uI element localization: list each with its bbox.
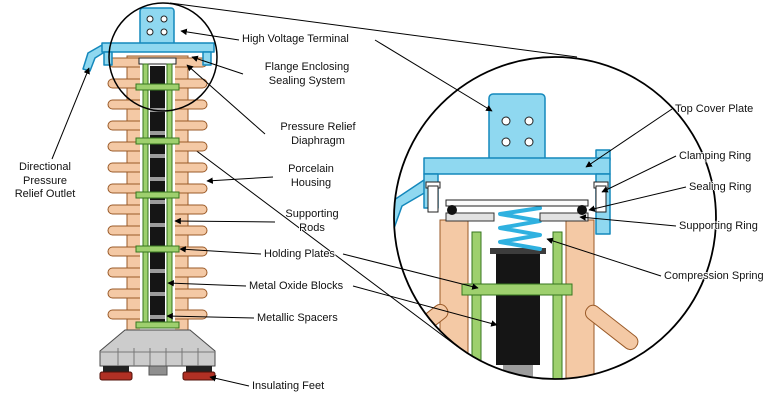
label-high-voltage-terminal: High Voltage Terminal <box>242 33 349 45</box>
leader-lines <box>51 28 687 387</box>
leader-holding-plates-left <box>179 246 262 255</box>
supporting-ring-right <box>539 212 589 222</box>
clamping-ring-part <box>425 181 609 213</box>
leader-high-voltage-terminal-left <box>180 28 240 41</box>
flange-part <box>101 42 215 66</box>
label-metal-oxide-blocks: Metal Oxide Blocks <box>249 280 344 292</box>
zoom-circle-small <box>108 2 218 112</box>
spring-seat-plate <box>490 248 546 254</box>
metal-oxide-block-detail <box>496 253 540 365</box>
leader-metallic-spacers <box>166 312 255 320</box>
leader-holding-plates-right <box>342 253 479 290</box>
supporting-rods-detail <box>471 231 563 379</box>
leader-porcelain-housing <box>206 176 274 184</box>
leader-metal-oxide-blocks-right <box>352 285 498 327</box>
holding-plate-detail <box>461 283 573 296</box>
holding-plates-part <box>135 83 180 329</box>
zoom-cone-line-top <box>169 2 578 58</box>
leader-flange-enclosing <box>191 55 244 75</box>
insulating-feet-part <box>99 365 216 381</box>
label-holding-plates: Holding Plates <box>264 248 335 260</box>
leader-directional-outlet <box>51 67 90 160</box>
terminal-holes-detail <box>501 116 534 147</box>
leader-pressure-relief-diaphragm <box>186 64 266 135</box>
label-top-cover-plate: Top Cover Plate <box>675 103 754 115</box>
label-clamping-ring: Clamping Ring <box>679 150 752 162</box>
pressure-relief-diaphragm-detail <box>445 199 589 207</box>
label-metallic-spacers: Metallic Spacers <box>257 312 338 324</box>
leader-top-cover-plate <box>585 108 673 168</box>
label-directional-pressure-relief-outlet: Directional Pressure Relief Outlet <box>14 161 76 200</box>
supporting-ring-left <box>445 212 495 222</box>
compression-spring-part <box>498 206 542 251</box>
leader-insulating-feet <box>209 375 250 387</box>
leader-high-voltage-terminal-right <box>374 39 493 112</box>
label-insulating-feet: Insulating Feet <box>252 380 325 392</box>
leader-supporting-rods <box>174 217 276 225</box>
label-porcelain-housing: Porcelain Housing <box>288 163 334 189</box>
label-pressure-relief-diaphragm: Pressure Relief Diaphragm <box>280 121 356 147</box>
high-voltage-terminal-part <box>139 7 175 47</box>
label-flange-enclosing-sealing-system: Flange Enclosing Sealing System <box>264 61 350 87</box>
pressure-relief-diaphragm-part <box>138 57 177 65</box>
label-compression-spring: Compression Spring <box>664 270 764 282</box>
base-flange <box>99 329 216 367</box>
high-voltage-terminal-detail <box>488 93 546 163</box>
leader-clamping-ring <box>601 155 677 193</box>
label-supporting-rods: Supporting Rods <box>285 208 339 234</box>
leader-metal-oxide-blocks-left <box>167 279 247 287</box>
arrester-full-view <box>82 7 216 381</box>
leader-compression-spring <box>546 237 662 277</box>
label-supporting-ring: Supporting Ring <box>679 220 758 232</box>
pressure-relief-outlet-spout <box>82 44 104 72</box>
sealing-ring-left <box>447 205 457 215</box>
terminal-bolt-holes <box>146 15 168 36</box>
zoom-circle-large <box>393 56 717 380</box>
leader-supporting-ring <box>579 214 677 227</box>
leader-sealing-ring <box>588 186 687 212</box>
sealing-ring-right <box>577 205 587 215</box>
label-sealing-ring: Sealing Ring <box>689 181 752 193</box>
